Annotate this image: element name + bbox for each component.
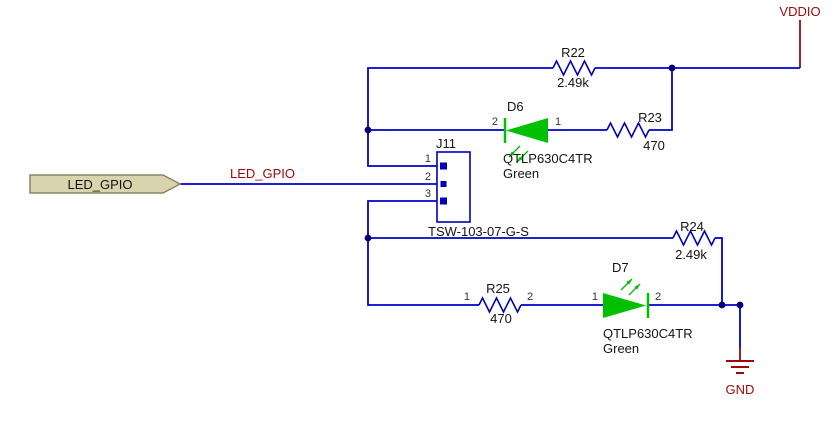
junction-dot bbox=[736, 301, 744, 309]
connector-j11-symbol[interactable] bbox=[436, 151, 471, 223]
wire bbox=[649, 68, 673, 131]
d7-color: Green bbox=[603, 341, 639, 356]
r24-designator: R24 bbox=[680, 219, 704, 234]
j11-pin3-number: 3 bbox=[425, 188, 431, 200]
d6-designator: D6 bbox=[507, 99, 524, 114]
j11-designator: J11 bbox=[436, 136, 456, 151]
j11-pin1-pad bbox=[440, 162, 447, 170]
resistor-r25-symbol[interactable] bbox=[478, 297, 522, 313]
r22-designator: R22 bbox=[561, 45, 585, 60]
j11-part-number: TSW-103-07-G-S bbox=[428, 224, 529, 239]
led-d7-symbol[interactable] bbox=[603, 278, 650, 318]
r22-value: 2.49k bbox=[557, 75, 589, 90]
port-label: LED_GPIO bbox=[67, 177, 132, 192]
junction-dot bbox=[364, 126, 372, 134]
j11-pin1-number: 1 bbox=[425, 153, 431, 165]
wire bbox=[367, 200, 479, 306]
vddio-label: VDDIO bbox=[779, 4, 820, 19]
r25-designator: R25 bbox=[486, 281, 510, 296]
j11-pin2-pad bbox=[440, 181, 447, 187]
d6-triangle bbox=[506, 118, 548, 143]
led-gpio-net-label: LED_GPIO bbox=[230, 166, 295, 181]
d6-emission-arrowhead bbox=[517, 156, 523, 162]
component-layer bbox=[436, 60, 716, 313]
d7-part-number: QTLP630C4TR bbox=[603, 326, 693, 341]
resistor-r23-symbol[interactable] bbox=[606, 122, 650, 138]
junction-dot bbox=[718, 301, 726, 309]
wire-layer bbox=[180, 67, 800, 349]
d7-triangle bbox=[603, 293, 646, 318]
j11-pin2-number: 2 bbox=[425, 171, 431, 183]
r25-value: 470 bbox=[490, 311, 512, 326]
led-layer bbox=[503, 118, 650, 318]
d6-emission-arrowhead bbox=[509, 151, 515, 157]
wire bbox=[715, 237, 723, 305]
d6-part-number: QTLP630C4TR bbox=[503, 151, 593, 166]
wire bbox=[367, 67, 553, 167]
d7-pin-left-number: 1 bbox=[592, 291, 598, 303]
r25-pin-left-number: 1 bbox=[464, 291, 470, 303]
gnd-label: GND bbox=[726, 382, 755, 397]
led-gpio-port[interactable]: LED_GPIO bbox=[29, 174, 182, 194]
d6-color: Green bbox=[503, 166, 539, 181]
d7-pin-right-number: 2 bbox=[655, 291, 661, 303]
annotation-layer: R22 2.49k R23 470 R24 2.49k R25 470 D6 Q… bbox=[428, 45, 707, 356]
resistor-r22-symbol[interactable] bbox=[552, 60, 596, 76]
led-d6-symbol[interactable] bbox=[503, 118, 548, 163]
d6-pin-right-number: 1 bbox=[555, 116, 561, 128]
junction-dot bbox=[364, 234, 372, 242]
d7-emission-arrowhead bbox=[626, 279, 632, 285]
r23-value: 470 bbox=[643, 138, 665, 153]
port-shape[interactable] bbox=[29, 174, 182, 194]
junction-layer bbox=[364, 64, 744, 309]
pin-number-layer: 1 2 3 2 1 1 2 1 2 bbox=[425, 116, 661, 303]
r25-pin-right-number: 2 bbox=[527, 291, 533, 303]
d6-pin-left-number: 2 bbox=[492, 116, 498, 128]
junction-dot bbox=[668, 64, 676, 72]
power-layer: VDDIO GND LED_GPIO bbox=[230, 4, 821, 397]
d7-designator: D7 bbox=[612, 260, 629, 275]
d7-emission-arrowhead bbox=[634, 284, 640, 290]
j11-pin3-pad bbox=[440, 197, 447, 205]
r23-designator: R23 bbox=[638, 110, 662, 125]
r24-value: 2.49k bbox=[675, 247, 707, 262]
